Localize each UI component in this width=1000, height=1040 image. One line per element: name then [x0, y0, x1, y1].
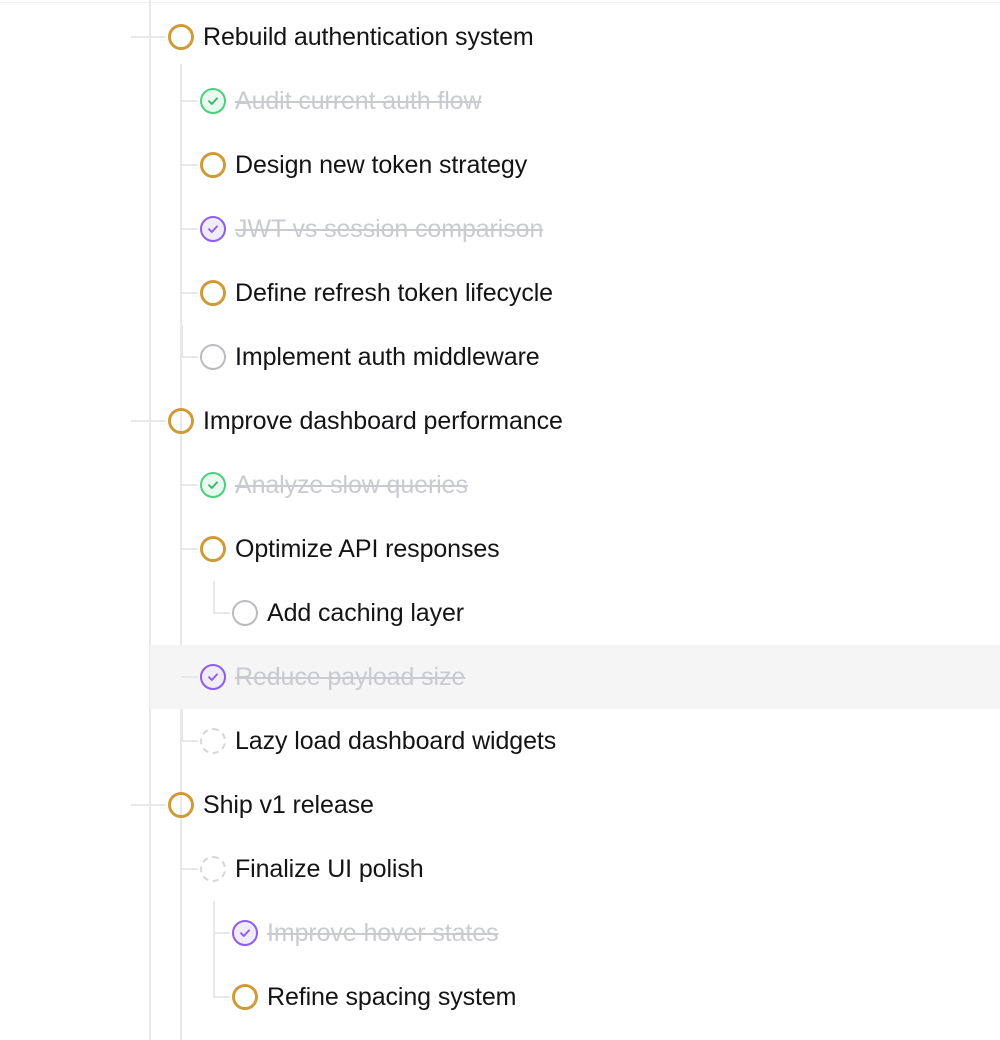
tree-row[interactable]: Lazy load dashboard widgets — [0, 709, 1000, 773]
tree-row-label[interactable]: Implement auth middleware — [235, 343, 540, 371]
tree-row-label[interactable]: Add caching layer — [267, 599, 465, 627]
tree-row[interactable]: Define refresh token lifecycle — [0, 261, 1000, 325]
tree-connector-elbow — [213, 581, 215, 614]
tree-row-label[interactable]: Audit current auth flow — [235, 87, 482, 115]
tree-row[interactable]: Reduce payload size — [0, 645, 1000, 709]
circle-open-gold-icon[interactable] — [168, 792, 194, 818]
tree-connector-stub — [213, 932, 230, 934]
tree-connector-stub — [181, 228, 198, 230]
circle-check-purple-icon[interactable] — [200, 216, 226, 242]
tree-guide-rail-depth0 — [149, 0, 151, 1040]
tree-connector-stub — [131, 804, 166, 806]
tree-connector-stub — [131, 420, 166, 422]
tree-connector-stub — [131, 36, 166, 38]
tree-row[interactable]: Rebuild authentication system — [0, 5, 1000, 69]
tree-connector-elbow — [181, 325, 183, 358]
tree-row-label[interactable]: Design new token strategy — [235, 151, 528, 179]
tree-row-label[interactable]: JWT vs session comparison — [235, 215, 544, 243]
circle-check-green-icon[interactable] — [200, 88, 226, 114]
circle-check-green-icon[interactable] — [200, 472, 226, 498]
circle-open-gold-icon[interactable] — [168, 24, 194, 50]
circle-open-gold-icon[interactable] — [232, 984, 258, 1010]
circle-open-gray-icon[interactable] — [232, 600, 258, 626]
tree-connector-stub — [213, 612, 230, 614]
circle-dashed-icon[interactable] — [200, 728, 226, 754]
tree-row[interactable]: Analyze slow queries — [0, 453, 1000, 517]
tree-row[interactable]: Improve dashboard performance — [0, 389, 1000, 453]
tree-connector-stub — [181, 548, 198, 550]
tree-connector-stub — [181, 292, 198, 294]
tree-connector-stub — [181, 100, 198, 102]
circle-open-gold-icon[interactable] — [200, 536, 226, 562]
tree-row[interactable]: Refine spacing system — [0, 965, 1000, 1029]
tree-row-label[interactable]: Improve hover states — [267, 919, 499, 947]
circle-open-gold-icon[interactable] — [200, 280, 226, 306]
tree-row[interactable]: Design new token strategy — [0, 133, 1000, 197]
tree-row[interactable]: Add caching layer — [0, 581, 1000, 645]
row-hover-highlight — [150, 645, 1000, 709]
tree-row-label[interactable]: Analyze slow queries — [235, 471, 468, 499]
tree-connector-stub — [181, 868, 198, 870]
circle-dashed-icon[interactable] — [200, 856, 226, 882]
tree-row[interactable]: Ship v1 release — [0, 773, 1000, 837]
tree-row[interactable]: Audit current auth flow — [0, 69, 1000, 133]
tree-row-label[interactable]: Define refresh token lifecycle — [235, 279, 553, 307]
tree-connector-elbow — [181, 709, 183, 742]
tree-guide-rail-depth1 — [180, 64, 182, 1040]
top-divider — [0, 2, 1000, 3]
tree-row[interactable]: Improve hover states — [0, 901, 1000, 965]
tree-row[interactable]: Implement auth middleware — [0, 325, 1000, 389]
tree-row[interactable]: JWT vs session comparison — [0, 197, 1000, 261]
tree-connector-elbow — [213, 965, 215, 998]
tree-row-label[interactable]: Lazy load dashboard widgets — [235, 727, 557, 755]
tree-row-label[interactable]: Refine spacing system — [267, 983, 517, 1011]
tree-row-label[interactable]: Finalize UI polish — [235, 855, 424, 883]
tree-row-label[interactable]: Reduce payload size — [235, 663, 466, 691]
tree-row-label[interactable]: Rebuild authentication system — [203, 23, 534, 51]
tree-row-label[interactable]: Improve dashboard performance — [203, 407, 563, 435]
tree-connector-stub — [181, 676, 198, 678]
tree-connector-stub — [213, 996, 230, 998]
tree-row-label[interactable]: Optimize API responses — [235, 535, 500, 563]
circle-open-gold-icon[interactable] — [200, 152, 226, 178]
tree-guide-rail-depth2 — [213, 901, 215, 965]
tree-connector-stub — [181, 740, 198, 742]
tree-row-label[interactable]: Ship v1 release — [203, 791, 374, 819]
circle-open-gold-icon[interactable] — [168, 408, 194, 434]
tree-row[interactable]: Optimize API responses — [0, 517, 1000, 581]
circle-check-purple-icon[interactable] — [200, 664, 226, 690]
tree-connector-stub — [181, 484, 198, 486]
tree-connector-stub — [181, 356, 198, 358]
circle-open-gray-icon[interactable] — [200, 344, 226, 370]
tree-row[interactable]: Finalize UI polish — [0, 837, 1000, 901]
circle-check-purple-icon[interactable] — [232, 920, 258, 946]
tree-connector-stub — [181, 164, 198, 166]
